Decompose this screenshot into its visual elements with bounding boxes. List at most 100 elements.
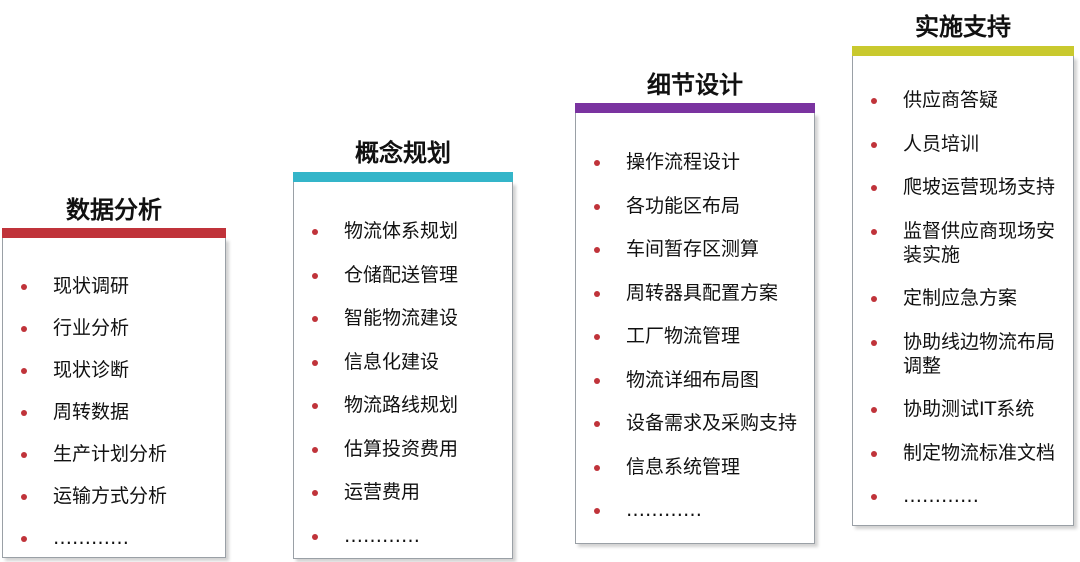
list-item: 周转数据 [3, 400, 225, 424]
list-item-label: 车间暂存区测算 [626, 238, 760, 260]
stage-box: 操作流程设计 各功能区布局 车间暂存区测算 周转器具配置方案 工厂物流管理 物流… [575, 113, 815, 544]
stage-box: 现状调研 行业分析 现状诊断 周转数据 生产计划分析 运输方式分析 ………… [2, 238, 226, 558]
bullet-icon [312, 272, 318, 279]
list-item: 工厂物流管理 [576, 324, 814, 348]
bullet-icon [594, 508, 600, 514]
bullet-icon [871, 407, 877, 413]
bullet-icon [594, 247, 600, 253]
list-item: 定制应急方案 [853, 286, 1073, 310]
bullet-icon [312, 403, 318, 409]
list-item: ………… [3, 526, 225, 550]
list-item: 现状诊断 [3, 358, 225, 382]
bullet-icon [312, 490, 318, 496]
bullet-icon [871, 450, 877, 457]
list-item: 人员培训 [853, 132, 1073, 156]
stage-item-list: 操作流程设计 各功能区布局 车间暂存区测算 周转器具配置方案 工厂物流管理 物流… [576, 150, 814, 522]
stage-header-bar [852, 46, 1074, 56]
list-item: 协助线边物流布局调整 [853, 330, 1073, 378]
bullet-icon [594, 203, 600, 210]
stage-box: 物流体系规划 仓储配送管理 智能物流建设 信息化建设 物流路线规划 估算投资费用… [293, 182, 513, 559]
list-item: 协助测试IT系统 [853, 397, 1073, 421]
list-item: 操作流程设计 [576, 150, 814, 174]
stage-title: 实施支持 [915, 13, 1011, 41]
stage-implementation-support: 实施支持 供应商答疑 人员培训 爬坡运营现场支持 监督供应商现场安装实施 定制应… [852, 10, 1074, 526]
stage-title: 概念规划 [355, 139, 451, 167]
list-item: 供应商答疑 [853, 88, 1073, 112]
bullet-icon [21, 368, 27, 374]
bullet-icon [21, 326, 27, 332]
list-item: ………… [294, 524, 512, 548]
list-item-label: 协助测试IT系统 [903, 398, 1035, 420]
list-item: 爬坡运营现场支持 [853, 175, 1073, 199]
bullet-icon [594, 334, 600, 340]
list-item: 设备需求及采购支持 [576, 411, 814, 435]
list-item-label: 信息系统管理 [626, 455, 741, 478]
list-item: 制定物流标准文档 [853, 441, 1073, 465]
list-item: 运营费用 [294, 480, 512, 504]
bullet-icon [594, 290, 600, 297]
list-item-label: ………… [344, 524, 420, 547]
list-item: 生产计划分析 [3, 442, 225, 466]
list-item-label: 定制应急方案 [903, 287, 1018, 309]
list-item-label: 物流体系规划 [344, 220, 459, 242]
list-item: 现状调研 [3, 274, 225, 298]
list-item-label: 各功能区布局 [626, 194, 741, 217]
stage-header-bar [575, 103, 815, 113]
bullet-icon [594, 377, 600, 384]
list-item-label: 操作流程设计 [626, 151, 741, 173]
list-item: 行业分析 [3, 316, 225, 340]
list-item-label: 物流详细布局图 [626, 368, 760, 391]
list-item: 智能物流建设 [294, 306, 512, 330]
list-item-label: 设备需求及采购支持 [626, 412, 798, 434]
list-item: 物流体系规划 [294, 219, 512, 243]
list-item: ………… [853, 484, 1073, 508]
list-item-label: 智能物流建设 [344, 307, 459, 329]
list-item: 仓储配送管理 [294, 263, 512, 287]
bullet-icon [594, 464, 600, 471]
stage-title: 数据分析 [66, 196, 162, 224]
bullet-icon [21, 536, 27, 542]
list-item: 监督供应商现场安装实施 [853, 219, 1073, 267]
list-item-label: 制定物流标准文档 [903, 441, 1056, 464]
list-item: ………… [576, 498, 814, 522]
list-item-label: 生产计划分析 [53, 443, 168, 465]
list-item-label: 物流路线规划 [344, 394, 459, 416]
list-item-label: 运输方式分析 [53, 485, 168, 507]
list-item-label: 供应商答疑 [903, 89, 999, 111]
list-item: 各功能区布局 [576, 194, 814, 218]
list-item-label: ………… [626, 499, 702, 521]
stage-item-list: 现状调研 行业分析 现状诊断 周转数据 生产计划分析 运输方式分析 ………… [3, 274, 225, 550]
list-item: 周转器具配置方案 [576, 281, 814, 305]
list-item: 信息化建设 [294, 350, 512, 374]
stage-title: 细节设计 [647, 71, 743, 99]
list-item-label: 周转器具配置方案 [626, 281, 779, 304]
bullet-icon [871, 494, 877, 500]
list-item: 物流详细布局图 [576, 368, 814, 392]
list-item: 物流路线规划 [294, 393, 512, 417]
list-item-label: 现状诊断 [53, 359, 130, 381]
list-item: 估算投资费用 [294, 437, 512, 461]
stage-data-analysis: 数据分析 现状调研 行业分析 现状诊断 周转数据 生产计划分析 运输方式分析 …… [2, 190, 226, 558]
bullet-icon [21, 410, 27, 416]
list-item-label: 仓储配送管理 [344, 263, 459, 286]
bullet-icon [871, 228, 877, 235]
list-item-label: ………… [53, 527, 129, 549]
bullet-icon [871, 141, 877, 148]
list-item: 车间暂存区测算 [576, 237, 814, 261]
bullet-icon [312, 229, 318, 235]
list-item-label: 行业分析 [53, 317, 130, 339]
list-item-label: 工厂物流管理 [626, 325, 741, 347]
bullet-icon [594, 421, 600, 427]
stage-box: 供应商答疑 人员培训 爬坡运营现场支持 监督供应商现场安装实施 定制应急方案 协… [852, 56, 1074, 526]
bullet-icon [594, 160, 600, 166]
bullet-icon [871, 296, 877, 302]
list-item-label: 人员培训 [903, 132, 980, 155]
bullet-icon [21, 284, 27, 290]
bullet-icon [21, 494, 27, 500]
stage-item-list: 供应商答疑 人员培训 爬坡运营现场支持 监督供应商现场安装实施 定制应急方案 协… [853, 88, 1073, 508]
list-item-label: 运营费用 [344, 481, 421, 503]
list-item-label: 监督供应商现场安装实施 [903, 219, 1056, 266]
bullet-icon [312, 446, 318, 453]
bullet-icon [871, 185, 877, 191]
stage-header-bar [293, 172, 513, 182]
